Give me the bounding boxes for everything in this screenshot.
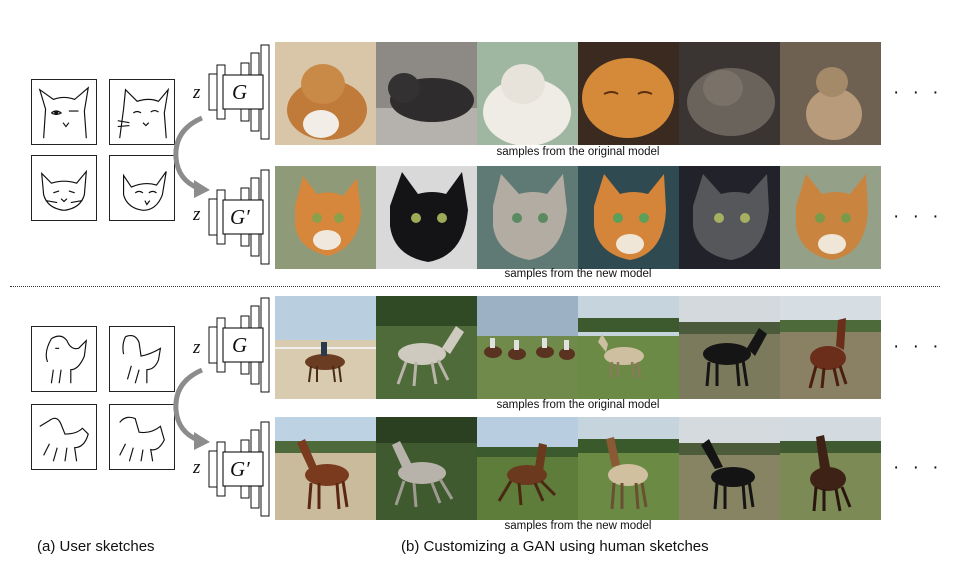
original-model-caption: samples from the original model (496, 399, 660, 411)
cat-sample-image (275, 166, 376, 269)
horse-sample-image (477, 417, 578, 520)
horse-sample-image (477, 296, 578, 399)
cat-sketch-1 (31, 79, 97, 145)
more-samples-ellipsis: · · · (893, 82, 943, 103)
horse-sample-image (376, 417, 477, 520)
horse-sample-image (679, 296, 780, 399)
horse-sample-image (780, 417, 881, 520)
horse-sample-image (679, 417, 780, 520)
generator-g-prime-block (205, 421, 275, 517)
original-model-caption: samples from the original model (496, 146, 660, 158)
more-samples-ellipsis: · · · (893, 206, 943, 227)
horse-sketch-2 (109, 326, 175, 392)
finetune-arrow-bottom (173, 367, 210, 450)
subcaption-a: (a) User sketches (37, 538, 155, 555)
generator-g-block (205, 44, 275, 140)
new-horse-samples (275, 417, 881, 520)
generator-g-label: G (232, 80, 248, 104)
horse-sample-image (578, 296, 679, 399)
original-horse-samples (275, 296, 881, 399)
cat-sample-image (780, 166, 881, 269)
horse-sample-image (780, 296, 881, 399)
horse-sketch-3 (31, 404, 97, 470)
cat-sample-image (679, 166, 780, 269)
horse-sketch-1 (31, 326, 97, 392)
cat-sample-image (578, 166, 679, 269)
latent-z-label: z (193, 337, 201, 358)
cat-sample-image (679, 42, 780, 145)
cat-sketch-3 (31, 155, 97, 221)
horse-sample-image (275, 296, 376, 399)
cat-sketch-4 (109, 155, 175, 221)
panel-divider (10, 286, 940, 287)
new-model-caption: samples from the new model (504, 520, 652, 532)
cat-sketch-2 (109, 79, 175, 145)
new-model-caption: samples from the new model (504, 268, 652, 280)
more-samples-ellipsis: · · · (893, 336, 943, 357)
horse-sample-image (376, 296, 477, 399)
generator-g-prime-block (205, 169, 275, 265)
horse-sample-image (275, 417, 376, 520)
cat-sample-image (376, 42, 477, 145)
cat-sample-image (477, 42, 578, 145)
generator-g-prime-label: G′ (230, 205, 250, 229)
horse-sketch-4 (109, 404, 175, 470)
generator-g-label: G (232, 333, 248, 357)
finetune-arrow-top (173, 115, 210, 198)
more-samples-ellipsis: · · · (893, 457, 943, 478)
new-cat-samples (275, 166, 881, 269)
cat-sample-image (275, 42, 376, 145)
original-cat-samples (275, 42, 881, 145)
latent-z-label: z (193, 457, 201, 478)
cat-sample-image (376, 166, 477, 269)
horse-sample-image (578, 417, 679, 520)
generator-g-block (205, 297, 275, 393)
subcaption-b: (b) Customizing a GAN using human sketch… (401, 538, 709, 555)
cat-sample-image (578, 42, 679, 145)
cat-sample-image (780, 42, 881, 145)
latent-z-label: z (193, 204, 201, 225)
cat-sample-image (477, 166, 578, 269)
latent-z-label: z (193, 82, 201, 103)
generator-g-prime-label: G′ (230, 457, 250, 481)
